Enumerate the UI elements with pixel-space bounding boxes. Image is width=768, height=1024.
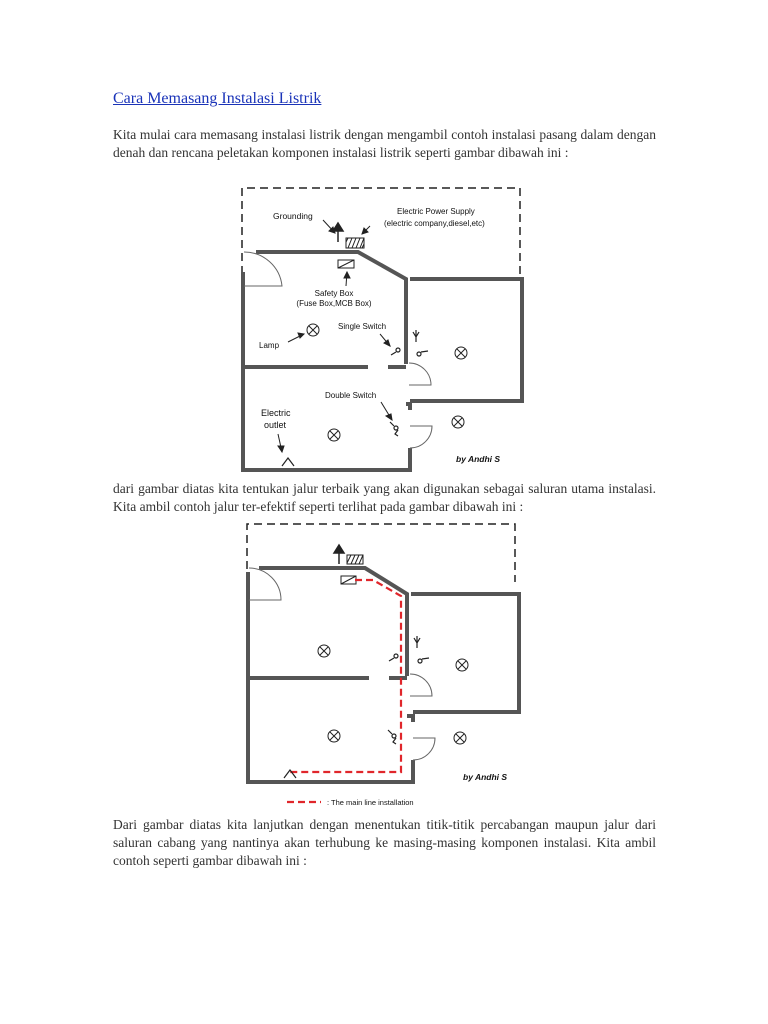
- outlet-icon: [283, 769, 297, 779]
- legend-label: : The main line installation: [327, 798, 414, 807]
- lamp-icon: [306, 323, 468, 442]
- intro-paragraph: Kita mulai cara memasang instalasi listr…: [113, 127, 656, 160]
- power-supply-icon: [345, 237, 365, 249]
- lamp-label: Lamp: [259, 341, 280, 350]
- safety-box-sublabel: (Fuse Box,MCB Box): [296, 299, 371, 308]
- power-supply-sublabel: (electric company,diesel,etc): [384, 219, 485, 228]
- safety-box-icon: [337, 259, 355, 269]
- figure-credit: by Andhi S: [463, 772, 507, 782]
- figure-credit: by Andhi S: [456, 454, 500, 464]
- safety-box-icon: [340, 575, 357, 585]
- single-switch-label: Single Switch: [338, 322, 386, 331]
- safety-box-label: Safety Box: [315, 289, 354, 298]
- lamp-icon: [317, 644, 469, 745]
- power-supply-label: Electric Power Supply: [397, 207, 475, 216]
- main-line-diagram: by Andhi S : The main line installation: [246, 523, 521, 807]
- main-line-paragraph: dari gambar diatas kita tentukan jalur t…: [113, 481, 656, 514]
- page-title-link[interactable]: Cara Memasang Instalasi Listrik: [113, 90, 322, 107]
- power-supply-icon: [346, 554, 364, 565]
- outlet-sublabel: outlet: [264, 420, 287, 430]
- grounding-label: Grounding: [273, 211, 313, 221]
- grounding-icon: [331, 221, 345, 242]
- double-switch-label: Double Switch: [325, 391, 376, 400]
- outlet-icon: [281, 457, 295, 467]
- floor-plan-diagram: Grounding Electric Power Supply (electri…: [241, 187, 524, 472]
- branch-line-paragraph: Dari gambar diatas kita lanjutkan dengan…: [113, 817, 656, 868]
- grounding-icon: [332, 543, 346, 564]
- outlet-label: Electric: [261, 408, 291, 418]
- switch-icon: [387, 636, 430, 745]
- switch-icon: [389, 330, 429, 437]
- main-line-path: [289, 578, 403, 774]
